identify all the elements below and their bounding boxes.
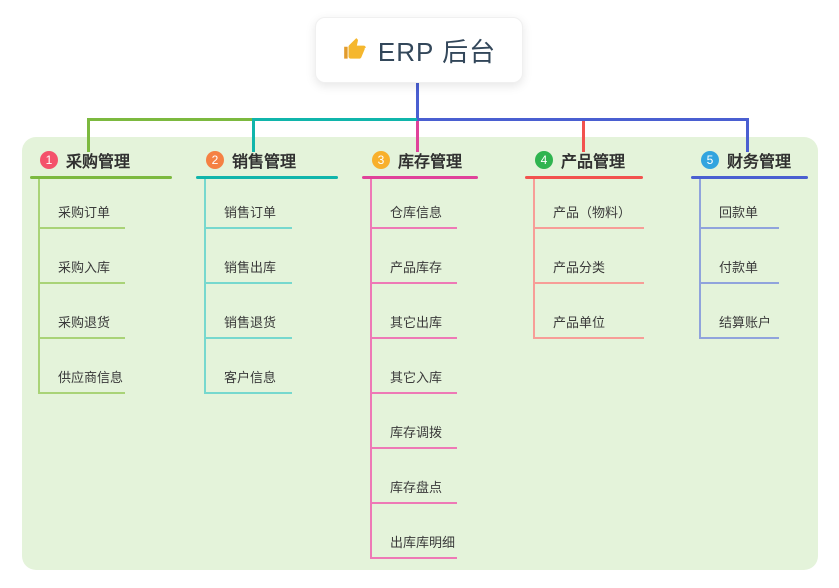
child-label: 客户信息 [224,370,277,385]
child-label: 供应商信息 [58,370,124,385]
branch-node-1: 1 采购管理采购订单采购入库采购退货供应商信息 [30,143,172,394]
branch-underline [196,176,338,179]
child-label: 其它入库 [390,370,443,385]
branch-node-4: 4 产品管理产品（物料） 产品分类产品单位 [525,143,644,339]
child-label: 采购入库 [58,260,111,275]
bus-line-sales [252,118,417,121]
branch-node-5: 5 财务管理回款单付款单结算账户 [691,143,808,339]
branch-title-label: 销售管理 [232,153,297,171]
branch-number-badge: 2 [206,150,224,169]
child-node[interactable]: 产品库存 [372,229,457,284]
child-node[interactable]: 销售订单 [206,179,292,229]
bus-line-purchase [87,118,252,121]
child-label: 产品分类 [553,260,606,275]
branches-panel [22,137,818,570]
child-node[interactable]: 销售出库 [206,229,292,284]
child-label: 采购订单 [58,205,111,220]
branch-number-badge: 1 [40,150,58,169]
child-label: 产品单位 [553,315,606,330]
branch-number-badge: 4 [535,150,553,169]
child-label: 采购退货 [58,315,111,330]
branch-number-badge: 3 [372,150,390,169]
child-node[interactable]: 其它入库 [372,339,457,394]
branch-children: 采购订单采购入库采购退货供应商信息 [38,179,172,394]
child-node[interactable]: 销售退货 [206,284,292,339]
branch-title[interactable]: 4 产品管理 [525,143,643,176]
thumbs-up-icon [342,37,368,63]
child-node[interactable]: 产品分类 [535,229,644,284]
child-node[interactable]: 其它出库 [372,284,457,339]
child-label: 库存盘点 [390,480,443,495]
child-label: 产品库存 [390,260,443,275]
branch-title[interactable]: 3 库存管理 [362,143,478,176]
branch-children: 销售订单销售出库销售退货客户信息 [204,179,338,394]
branch-title-label: 库存管理 [398,153,463,171]
child-node[interactable]: 客户信息 [206,339,292,394]
branch-children: 产品（物料） 产品分类产品单位 [533,179,644,339]
root-node[interactable]: ERP 后台 [315,17,523,83]
branch-title-label: 采购管理 [66,153,131,171]
branch-title[interactable]: 2 销售管理 [196,143,338,176]
branch-title-label: 产品管理 [561,153,626,171]
child-label: 销售出库 [224,260,277,275]
branch-title-label: 财务管理 [727,153,792,171]
branch-node-3: 3 库存管理仓库信息产品库存其它出库其它入库库存调拨库存盘点出库库明细 [362,143,478,559]
drop-line-inventory [416,121,419,152]
bus-line-finance [417,118,749,121]
child-node[interactable]: 出库库明细 [372,504,457,559]
drop-line-product [582,121,585,152]
child-node[interactable]: 采购入库 [40,229,125,284]
child-label: 销售退货 [224,315,277,330]
child-node[interactable]: 产品单位 [535,284,644,339]
branch-children: 回款单付款单结算账户 [699,179,808,339]
drop-line-finance [746,118,749,152]
child-label: 出库库明细 [390,535,456,550]
child-node[interactable]: 库存调拨 [372,394,457,449]
child-node[interactable]: 库存盘点 [372,449,457,504]
child-node[interactable]: 产品（物料） [535,179,644,229]
child-label: 回款单 [719,205,759,220]
root-label: ERP 后台 [377,36,497,67]
child-label: 仓库信息 [390,205,443,220]
child-label: 销售订单 [224,205,277,220]
root-stem-line [416,83,419,121]
branch-title[interactable]: 1 采购管理 [30,143,172,176]
branch-title[interactable]: 5 财务管理 [691,143,808,176]
child-node[interactable]: 结算账户 [701,284,779,339]
branch-underline [691,176,808,179]
child-node[interactable]: 仓库信息 [372,179,457,229]
child-node[interactable]: 回款单 [701,179,779,229]
drop-line-sales [252,118,255,152]
child-node[interactable]: 采购退货 [40,284,125,339]
child-label: 产品（物料） [553,205,632,220]
child-label: 库存调拨 [390,425,443,440]
branch-underline [30,176,172,179]
child-node[interactable]: 供应商信息 [40,339,125,394]
child-node[interactable]: 采购订单 [40,179,125,229]
branch-children: 仓库信息产品库存其它出库其它入库库存调拨库存盘点出库库明细 [370,179,478,559]
branch-underline [525,176,643,179]
child-label: 付款单 [719,260,759,275]
branch-node-2: 2 销售管理销售订单销售出库销售退货客户信息 [196,143,338,394]
child-node[interactable]: 付款单 [701,229,779,284]
child-label: 其它出库 [390,315,443,330]
branch-number-badge: 5 [701,150,719,169]
branch-underline [362,176,478,179]
drop-line-purchase [87,118,90,152]
child-label: 结算账户 [719,315,772,330]
